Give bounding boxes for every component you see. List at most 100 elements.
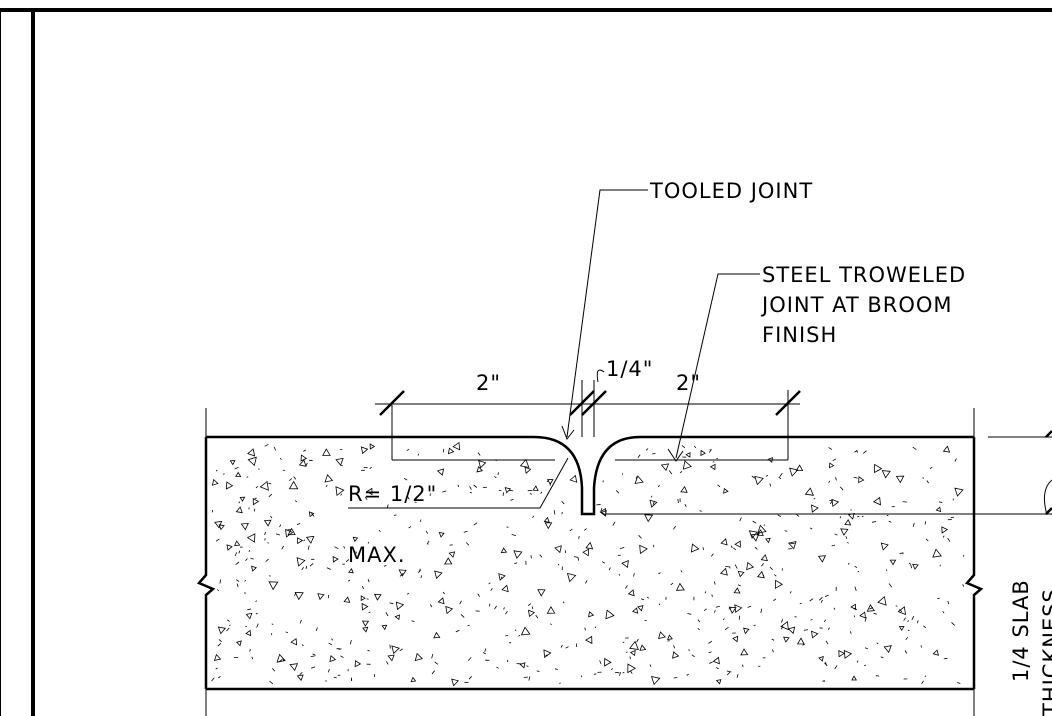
hatch-stipple: [578, 536, 580, 539]
hatch-stipple: [246, 476, 249, 478]
hatch-aggregate: [434, 570, 443, 580]
hatch-aggregate: [296, 557, 306, 567]
hatch-aggregate: [582, 548, 590, 557]
hatch-aggregate: [226, 544, 233, 551]
hatch-stipple: [956, 682, 961, 684]
hatch-aggregate: [335, 486, 345, 497]
hatch-stipple: [315, 627, 318, 632]
hatch-stipple: [223, 473, 225, 475]
hatch-stipple: [699, 510, 702, 512]
hatch-aggregate: [452, 441, 461, 451]
extension-lines: [205, 380, 1052, 716]
hatch-stipple: [619, 547, 625, 550]
hatch-stipple: [494, 605, 497, 610]
hatch-stipple: [373, 674, 376, 677]
hatch-stipple: [334, 546, 339, 550]
hatch-aggregate: [851, 675, 858, 681]
hatch-stipple: [238, 501, 241, 504]
hatch-aggregate: [734, 604, 743, 614]
hatch-stipple: [469, 486, 472, 490]
hatch-stipple: [530, 555, 532, 559]
hatch-aggregate: [796, 637, 805, 645]
hatch-stipple: [962, 554, 965, 557]
hatch-aggregate: [639, 644, 647, 651]
hatch-aggregate: [685, 452, 691, 458]
hatch-stipple: [510, 498, 514, 501]
hatch-aggregate: [381, 624, 388, 631]
hatch-stipple: [646, 596, 650, 599]
hatch-stipple: [406, 448, 410, 451]
radius-label: R= 1/2": [348, 482, 437, 506]
hatch-stipple: [704, 591, 707, 594]
hatch-stipple: [751, 475, 756, 479]
hatch-stipple: [560, 644, 563, 648]
hatch-stipple: [385, 611, 389, 617]
hatch-stipple: [888, 520, 892, 523]
hatch-stipple: [861, 515, 864, 517]
hatch-aggregate: [748, 530, 758, 539]
left-offset-dimension: 2": [476, 371, 501, 395]
hatch-stipple: [408, 526, 412, 529]
hatch-aggregate: [658, 631, 666, 640]
hatch-stipple: [393, 514, 397, 516]
hatch-stipple: [622, 671, 625, 674]
hatch-stipple: [482, 652, 486, 655]
hatch-aggregate: [651, 675, 661, 686]
hatch-stipple: [460, 614, 465, 618]
hatch-aggregate: [362, 626, 369, 633]
hatch-stipple: [553, 510, 556, 515]
hatch-stipple: [505, 635, 509, 637]
hatch-aggregate: [787, 540, 797, 550]
hatch-stipple: [271, 623, 274, 625]
hatch-stipple: [773, 598, 777, 602]
hatch-stipple: [270, 515, 273, 519]
hatch-stipple: [619, 671, 621, 676]
hatch-stipple: [561, 500, 565, 505]
hatch-aggregate: [532, 485, 539, 492]
hatch-stipple: [726, 670, 732, 673]
hatch-aggregate: [305, 535, 315, 544]
hatch-stipple: [289, 478, 293, 482]
hatch-aggregate: [348, 568, 354, 574]
hatch-aggregate: [343, 596, 351, 603]
hatch-stipple: [488, 582, 491, 585]
hatch-stipple: [938, 501, 943, 503]
hatch-stipple: [561, 511, 563, 515]
hatch-stipple: [834, 665, 838, 670]
hatch-aggregate: [263, 519, 272, 527]
hatch-stipple: [303, 539, 306, 542]
hatch-stipple: [596, 503, 601, 506]
hatch-stipple: [942, 535, 945, 538]
hatch-stipple: [294, 592, 297, 596]
hatch-stipple: [899, 552, 904, 555]
hatch-stipple: [809, 527, 813, 530]
hatch-stipple: [425, 530, 429, 534]
hatch-aggregate: [795, 464, 804, 471]
hatch-stipple: [326, 567, 331, 570]
hatch-stipple: [420, 575, 423, 579]
hatch-stipple: [853, 476, 858, 479]
hatch-stipple: [622, 641, 625, 644]
hatch-stipple: [215, 667, 218, 670]
hatch-stipple: [348, 579, 351, 582]
hatch-stipple: [903, 617, 906, 621]
hatch-stipple: [389, 602, 394, 605]
hatch-aggregate: [627, 589, 635, 597]
hatch-stipple: [917, 620, 919, 624]
sheet-border: [0, 8, 1052, 716]
hatch-stipple: [828, 447, 833, 450]
hatch-stipple: [722, 618, 725, 621]
hatch-stipple: [268, 493, 273, 498]
slab-thickness-label-line-2: THICKNESS: [1039, 588, 1052, 716]
hatch-stipple: [813, 498, 816, 500]
hatch-stipple: [824, 594, 829, 597]
hatch-aggregate: [240, 522, 249, 531]
hatch-aggregate: [287, 527, 296, 536]
hatch-stipple: [736, 674, 739, 678]
hatch-aggregate: [513, 550, 523, 559]
hatch-stipple: [564, 550, 567, 554]
hatch-aggregate: [811, 630, 819, 639]
hatch-aggregate: [566, 572, 577, 583]
hatch-aggregate: [932, 548, 942, 558]
